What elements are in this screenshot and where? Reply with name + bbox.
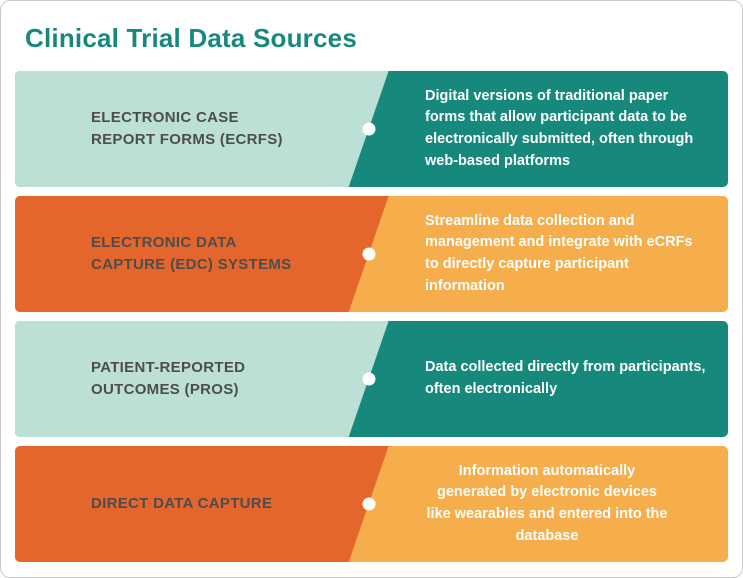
label-panel: ELECTRONIC DATA CAPTURE (EDC) SYSTEMS: [15, 196, 389, 312]
rows-container: Digital versions of traditional paper fo…: [1, 71, 742, 562]
row-pros: Data collected directly from participant…: [15, 321, 728, 437]
page-title: Clinical Trial Data Sources: [25, 23, 357, 53]
divider-dot: [362, 247, 376, 261]
row-description: Digital versions of traditional paper fo…: [425, 87, 694, 169]
row-ecrfs: Digital versions of traditional paper fo…: [15, 71, 728, 187]
row-label: ELECTRONIC DATA CAPTURE (EDC) SYSTEMS: [91, 234, 292, 273]
divider-dot: [362, 497, 376, 511]
label-panel: DIRECT DATA CAPTURE: [15, 446, 389, 562]
row-description: Streamline data collection and managemen…: [425, 212, 693, 294]
label-panel: ELECTRONIC CASE REPORT FORMS (ECRFS): [15, 71, 389, 187]
row-label: PATIENT-REPORTED OUTCOMES (PROS): [91, 359, 246, 398]
divider-dot: [362, 122, 376, 136]
row-label: ELECTRONIC CASE REPORT FORMS (ECRFS): [91, 109, 283, 148]
row-description: Data collected directly from participant…: [425, 359, 706, 397]
row-edc: Streamline data collection and managemen…: [15, 196, 728, 312]
row-direct-data-capture: Information automatically generated by e…: [15, 446, 728, 562]
row-label: DIRECT DATA CAPTURE: [91, 495, 273, 513]
divider-dot: [362, 372, 376, 386]
label-panel: PATIENT-REPORTED OUTCOMES (PROS): [15, 321, 389, 437]
row-description: Information automatically generated by e…: [426, 462, 668, 544]
